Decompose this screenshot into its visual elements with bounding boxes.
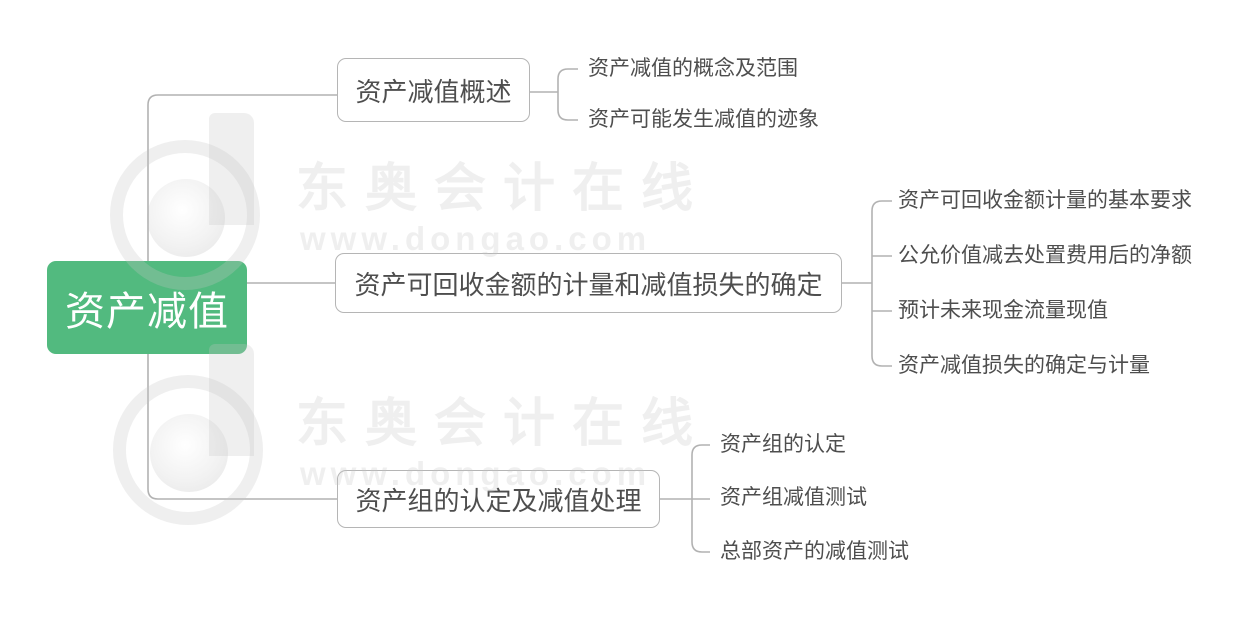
branch2-bracket: [871, 200, 892, 367]
branch-node-recoverable-amount: 资产可回收金额的计量和减值损失的确定: [335, 253, 842, 313]
child-label: 资产组减值测试: [720, 486, 867, 509]
branch1-bracket: [557, 68, 578, 121]
root-node: 资产减值: [47, 261, 247, 354]
child-label: 预计未来现金流量现值: [898, 299, 1108, 322]
child-label: 资产可回收金额计量的基本要求: [898, 189, 1192, 212]
child-label: 资产减值的概念及范围: [588, 57, 798, 80]
child-label: 资产组的认定: [720, 433, 846, 456]
branch-node-overview: 资产减值概述: [337, 58, 530, 122]
child-label: 总部资产的减值测试: [720, 540, 909, 563]
branch-node-asset-group: 资产组的认定及减值处理: [337, 470, 660, 528]
child-label: 资产可能发生减值的迹象: [588, 108, 819, 131]
child-label: 资产减值损失的确定与计量: [898, 354, 1150, 377]
child-label: 公允价值减去处置费用后的净额: [898, 244, 1192, 267]
